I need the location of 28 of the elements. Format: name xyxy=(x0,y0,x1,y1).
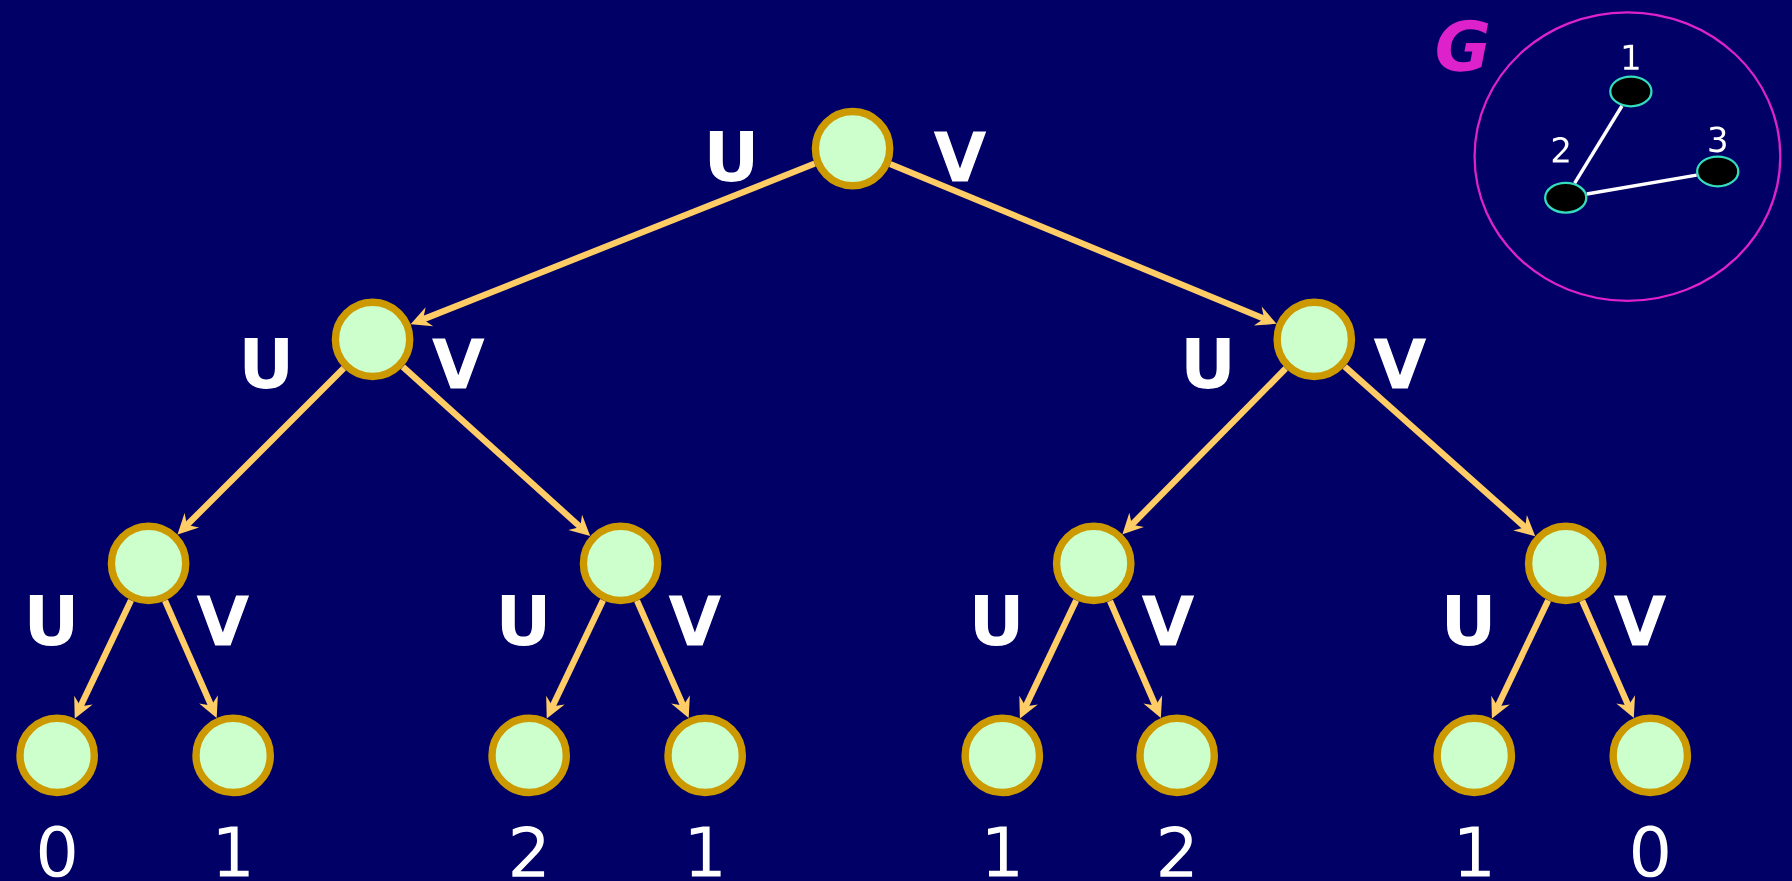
node-label: 3 xyxy=(1709,126,1726,153)
graph-edge xyxy=(1573,105,1624,184)
edge-label: V xyxy=(668,595,722,646)
node-label: 1 xyxy=(988,826,1018,877)
edge-label: V xyxy=(933,131,987,182)
node-label: 0 xyxy=(1633,825,1668,878)
node-label: 1 xyxy=(1460,826,1490,877)
node-label: 0 xyxy=(39,825,75,878)
edge-label: V xyxy=(1373,338,1427,389)
edge-label: U xyxy=(975,595,1019,646)
edge-label: U xyxy=(709,131,753,182)
edge-label: V xyxy=(1613,595,1667,646)
node-label: 1 xyxy=(690,826,721,877)
node-label: 2 xyxy=(512,825,545,877)
edge-label: U xyxy=(1186,337,1230,389)
edge-label: U xyxy=(501,595,545,646)
edge-label: V xyxy=(432,338,485,389)
node-label: 1 xyxy=(218,826,249,877)
graph-title: G xyxy=(1437,19,1489,72)
edge-label: V xyxy=(1141,595,1195,646)
node-label: 2 xyxy=(1160,825,1193,877)
node-label: 1 xyxy=(1623,44,1639,70)
edge-label: U xyxy=(29,595,73,646)
edge-label: U xyxy=(1447,595,1491,646)
edge-label: V xyxy=(196,595,250,646)
edge-label: U xyxy=(244,337,288,389)
node-label: 2 xyxy=(1552,136,1569,163)
graph-edge xyxy=(1586,173,1697,196)
